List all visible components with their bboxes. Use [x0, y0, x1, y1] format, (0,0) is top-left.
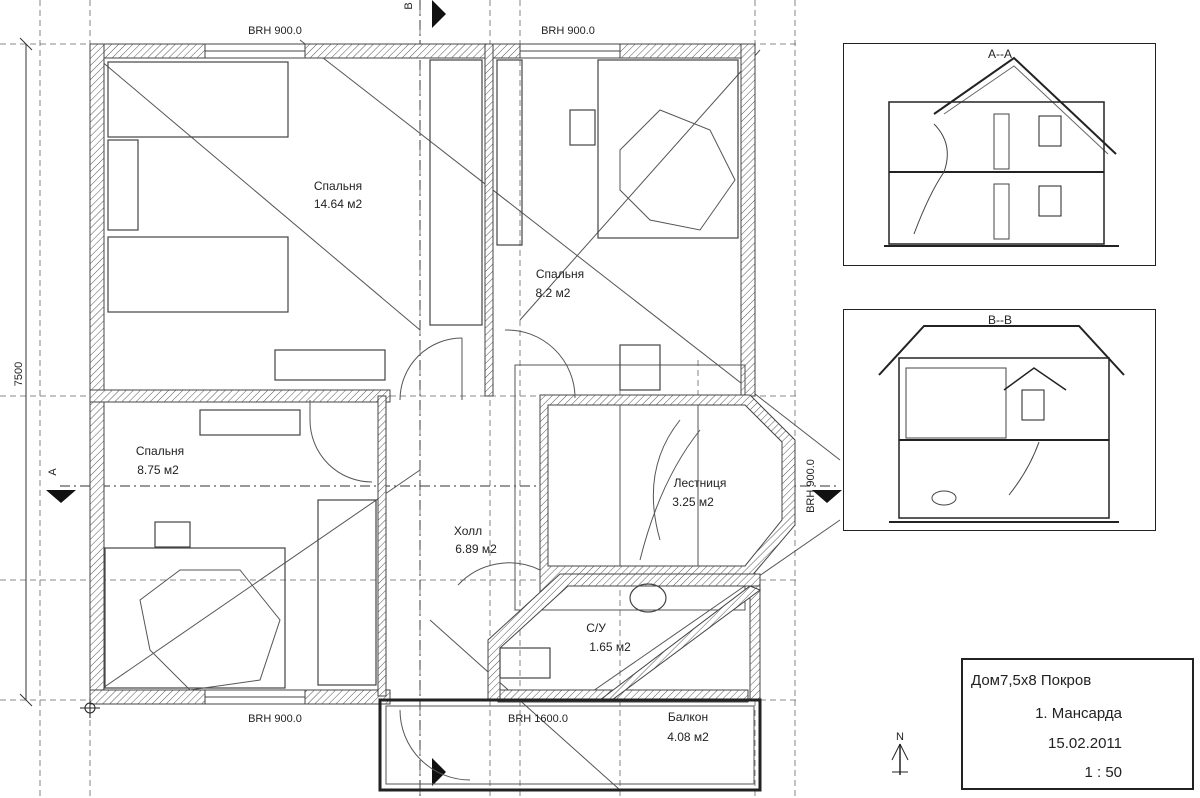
section-b-title: B--B — [988, 313, 1012, 327]
sheet-date: 15.02.2011 — [1048, 735, 1122, 752]
origin-marker-icon — [80, 698, 100, 718]
room-area-bedroom-2: 8.2 м2 — [536, 286, 571, 300]
section-view-a: A--A — [843, 43, 1156, 266]
title-block: Дом7,5х8 Покров 1. Мансарда 15.02.2011 1… — [961, 658, 1194, 790]
section-marker-b-top — [432, 0, 446, 28]
room-area-stairs: 3.25 м2 — [672, 495, 714, 509]
outer-walls — [89, 43, 756, 705]
dimension-left: 7500 — [13, 37, 33, 707]
dimension-7500: 7500 — [13, 362, 25, 386]
bathroom-walls — [487, 573, 762, 701]
room-name-stairs: Лестниця — [674, 476, 727, 490]
section-a-title: A--A — [988, 47, 1012, 61]
window-label-top-left: BRH 900.0 — [248, 25, 302, 37]
section-marker-b-bottom — [432, 758, 446, 786]
room-name-bedroom-3: Спальня — [136, 444, 184, 458]
room-name-bathroom: С/У — [586, 621, 606, 635]
window-label-bottom-mid: BRH 1600.0 — [508, 713, 568, 725]
room-name-hall: Холл — [454, 524, 482, 538]
section-view-b: B--B — [843, 309, 1156, 531]
window-label-top-right: BRH 900.0 — [541, 25, 595, 37]
window-label-right: BRH 900.0 — [805, 459, 817, 513]
section-b-drawing: B--B — [878, 313, 1125, 523]
room-name-bedroom-1: Спальня — [314, 179, 362, 193]
room-name-bedroom-2: Спальня — [536, 267, 584, 281]
stair-block — [514, 364, 796, 611]
door-swings — [309, 329, 576, 781]
room-area-balcony: 4.08 м2 — [667, 730, 709, 744]
room-area-bedroom-1: 14.64 м2 — [314, 197, 363, 211]
balcony-outline — [378, 698, 762, 792]
axis-label-b: B — [403, 2, 415, 9]
room-name-balcony: Балкон — [668, 710, 708, 724]
furniture — [104, 59, 739, 691]
section-marker-a-left — [46, 490, 76, 503]
window-labels: BRH 900.0 BRH 900.0 BRH 900.0 BRH 1600.0… — [248, 25, 817, 725]
north-arrow-icon: N — [891, 731, 909, 775]
section-a-drawing: A--A — [884, 47, 1119, 247]
window-marks — [204, 43, 621, 705]
axis-label-a: A — [47, 468, 59, 476]
sheet-scale: 1 : 50 — [1084, 764, 1122, 781]
room-area-bedroom-3: 8.75 м2 — [137, 463, 179, 477]
room-area-bathroom: 1.65 м2 — [589, 640, 631, 654]
window-label-bottom-left: BRH 900.0 — [248, 713, 302, 725]
section-lines — [46, 0, 842, 798]
project-name: Дом7,5х8 Покров — [971, 672, 1092, 689]
section-marker-a-right — [812, 490, 842, 503]
room-labels: Спальня 14.64 м2 Спальня 8.2 м2 Спальня … — [136, 179, 726, 744]
room-area-hall: 6.89 м2 — [455, 542, 497, 556]
north-label: N — [896, 731, 904, 743]
sheet-name: 1. Мансарда — [1035, 705, 1122, 722]
